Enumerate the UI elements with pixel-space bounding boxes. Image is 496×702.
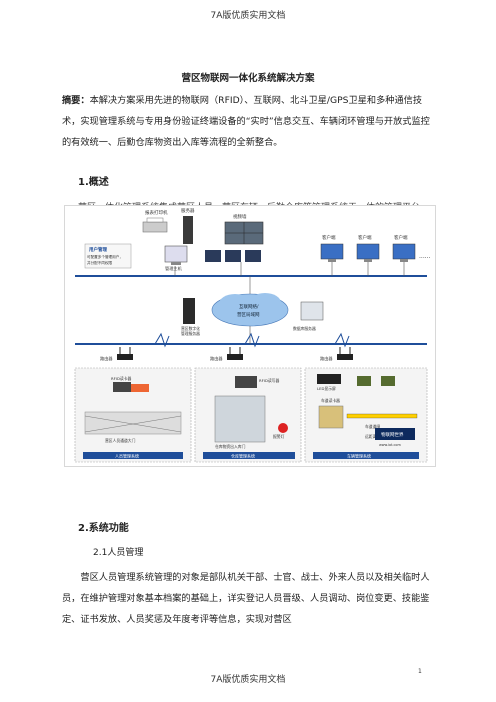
- card-dist-label: 远距离读卡: [365, 434, 384, 439]
- user-mgmt-title: 用户管理: [88, 246, 107, 253]
- server-node: 服务器: [181, 207, 195, 244]
- sub1-label: 人员管理系统: [115, 453, 139, 459]
- client3-label: 客户端: [394, 234, 408, 241]
- client-2: 客户端: [356, 234, 380, 262]
- video-label: 视频墙: [233, 213, 247, 220]
- client2-label: 客户端: [358, 234, 372, 241]
- print-node: 报表打印机: [142, 209, 168, 233]
- client-1: 客户端: [320, 234, 344, 262]
- rfid-reader-label: RFID读卡器: [111, 376, 131, 381]
- user-mgmt-desc1: 可配置多个管理用户，: [87, 254, 123, 259]
- server-left: 营区数字化 管理服务器: [181, 298, 200, 336]
- server-label: 服务器: [181, 207, 195, 214]
- server-left-label1: 营区数字化: [181, 326, 200, 331]
- sub3-label: 车辆管理系统: [347, 453, 371, 459]
- led-label: LED显示屏: [317, 386, 336, 391]
- section-heading-overview: 1.概述: [78, 177, 109, 188]
- abstract-text: 本解决方案采用先进的物联网（RFID）、互联网、北斗卫星/GPS卫星和多种通信技…: [62, 95, 430, 148]
- router3-label: 路由器: [320, 355, 333, 362]
- router-3: 路由器: [320, 347, 353, 362]
- sub2-label: 仓库管理系统: [231, 453, 255, 459]
- page-footer: 7A版优质实用文档: [210, 675, 286, 685]
- user-mgmt-desc2: 并分配不同权限: [87, 260, 113, 265]
- server-right-label: 数据库服务器: [293, 326, 316, 331]
- abstract-paragraph: 摘要：本解决方案采用先进的物联网（RFID）、互联网、北斗卫星/GPS卫星和多种…: [62, 90, 436, 153]
- alarm-light-label: 报警灯: [273, 434, 285, 439]
- rfid-reader2-label: RFID读写器: [259, 378, 279, 383]
- router1-label: 路由器: [100, 355, 113, 362]
- lane-reader-label: 车道读卡器: [321, 398, 340, 403]
- router-2: 路由器: [210, 347, 243, 362]
- system-architecture-figure: 报表打印机 服务器 视频墙 管理主机 用户管理 可配置多个管理用户， 并分配不同…: [64, 205, 436, 467]
- panel-personnel: RFID读卡器 营区人员通道大门 人员管理系统: [74, 367, 192, 463]
- print-label: 报表打印机: [145, 209, 168, 216]
- page-header: 7A版优质实用文档: [210, 11, 286, 21]
- internet-cloud: 互联网络/ 营区局域网: [211, 293, 289, 327]
- warehouse-label: 仓库物资出入库门: [215, 444, 246, 449]
- video-wall-node: 视频墙: [224, 213, 264, 245]
- abstract-label: 摘要：: [62, 95, 90, 106]
- personnel-paragraph: 营区人员管理系统管理的对象是部队机关干部、士官、战士、外来人员以及相关临时人员，…: [62, 572, 430, 625]
- dots-label: ......: [419, 253, 431, 260]
- mgmt-pc-node: 管理主机: [164, 245, 188, 272]
- server-right: 数据库服务器: [293, 301, 324, 331]
- page-number: 1: [418, 668, 422, 675]
- logo-text: 物联网世界: [381, 431, 404, 438]
- section-heading-functions: 2.系统功能: [78, 523, 129, 534]
- internet-label2: 营区局域网: [237, 311, 260, 318]
- user-mgmt-box: 用户管理 可配置多个管理用户， 并分配不同权限: [84, 243, 132, 269]
- panel-warehouse: RFID读写器 仓库物资出入库门 报警灯 仓库管理系统: [194, 367, 302, 463]
- server-left-label2: 管理服务器: [181, 331, 200, 336]
- architecture-diagram: 报表打印机 服务器 视频墙 管理主机 用户管理 可配置多个管理用户， 并分配不同…: [74, 207, 431, 463]
- logo-en-text: www.iot.com: [379, 443, 401, 447]
- internet-label1: 互联网络/: [239, 303, 259, 310]
- gate-label: 营区人员通道大门: [105, 438, 136, 443]
- router-1: 路由器: [100, 347, 133, 362]
- client1-label: 客户端: [322, 234, 336, 241]
- section-heading-personnel: 2.1人员管理: [93, 548, 144, 558]
- monitors-row: [205, 250, 261, 262]
- barrier-label: 车道道闸: [365, 424, 380, 429]
- panel-vehicle: LED显示屏 车道读卡器 车道道闸 远距离读卡 物联网世界 www.iot.co…: [304, 367, 428, 463]
- router2-label: 路由器: [210, 355, 223, 362]
- mgmt-pc-label: 管理主机: [165, 265, 183, 272]
- client-3: 客户端: [392, 234, 416, 262]
- document-title: 营区物联网一体化系统解决方案: [181, 73, 315, 84]
